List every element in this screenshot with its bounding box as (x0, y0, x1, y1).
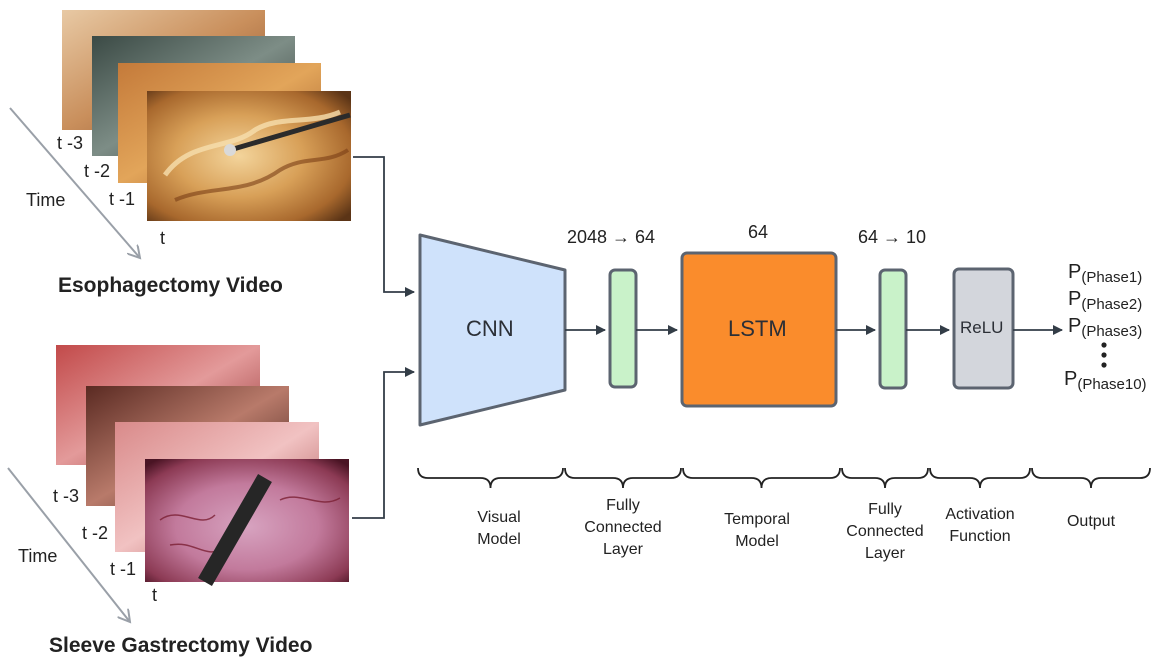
cnn-label: CNN (466, 316, 514, 341)
brace-temporal-model (682, 467, 841, 489)
legend-visual-model: Visual Model (449, 507, 549, 551)
legend-fc2: Fully Connected Layer (835, 499, 935, 565)
surgical-instrument (198, 474, 272, 586)
legend-line: Connected (846, 523, 924, 540)
frame-label-t-3: t -3 (57, 133, 84, 153)
legend-line: Output (1066, 513, 1116, 530)
frame-label-t-2: t -2 (84, 161, 111, 181)
brace-fc2 (841, 467, 929, 489)
brace-activation (929, 467, 1031, 489)
frame-label-t: t (160, 228, 166, 248)
sleeve-frame-stack (56, 345, 349, 586)
lstm-label: LSTM (728, 316, 787, 341)
output-phase3: P(Phase3) (1068, 315, 1142, 340)
sleeve-caption: Sleeve Gastrectomy Video (49, 634, 313, 657)
legend-line: Connected (584, 519, 662, 536)
time-arrow-sleeve (7, 467, 130, 622)
phase-label: (Phase10) (1077, 376, 1147, 393)
legend-line: Fully (868, 501, 902, 518)
time-label-esophagectomy: Time (26, 190, 66, 210)
sleeve-frame-t (145, 459, 349, 586)
legend-line: Layer (864, 545, 906, 562)
relu-block (952, 267, 1015, 390)
phase-label: (Phase1) (1081, 269, 1143, 286)
legend-line: Activation (945, 506, 1015, 523)
brace-visual-model (417, 467, 564, 489)
braces-row (417, 467, 1151, 489)
prob-symbol: P (1068, 288, 1082, 310)
phase-label: (Phase3) (1081, 323, 1143, 340)
connector-esophagectomy-to-cnn (353, 156, 415, 297)
cnn-block (418, 233, 567, 427)
legend-line: Function (949, 528, 1011, 545)
esophagectomy-frame-stack (62, 10, 351, 221)
legend-fc1: Fully Connected Layer (573, 495, 673, 561)
frame-label-t-3: t -3 (53, 486, 80, 506)
time-label-sleeve: Time (18, 546, 58, 566)
legend-line: Model (477, 531, 521, 548)
legend-line: Layer (602, 541, 644, 558)
legend-line: Model (735, 533, 779, 550)
prob-symbol: P (1068, 261, 1082, 283)
prob-symbol: P (1064, 368, 1078, 390)
surgical-instrument (229, 112, 351, 153)
brace-output (1031, 467, 1151, 489)
connector-sleeve-to-cnn (352, 367, 415, 519)
legend-line: Visual (477, 509, 521, 526)
frame-label-t-1: t -1 (110, 559, 137, 579)
esophagectomy-caption: Esophagectomy Video (58, 274, 283, 297)
output-phase2: P(Phase2) (1068, 288, 1142, 313)
prob-symbol: P (1068, 315, 1082, 337)
fc1-dimension: 2048 → 64 (567, 227, 656, 247)
fully-connected-layer-2 (878, 268, 908, 390)
legend-activation-function: Activation Function (930, 504, 1030, 548)
legend-line: Temporal (724, 511, 790, 528)
relu-label: ReLU (960, 318, 1004, 337)
output-phase1: P(Phase1) (1068, 261, 1142, 286)
legend-temporal-model: Temporal Model (707, 509, 807, 553)
brace-fc1 (564, 467, 682, 489)
fully-connected-layer-1 (608, 268, 638, 389)
fc2-dimension: 64 → 10 (858, 227, 927, 247)
ellipsis-dots (1101, 342, 1107, 368)
output-phase10: P(Phase10) (1064, 368, 1147, 393)
lstm-dimension: 64 (748, 222, 769, 242)
frame-label-t: t (152, 585, 158, 605)
legend-output: Output (1041, 511, 1141, 533)
esophagectomy-frame-t (147, 91, 351, 221)
frame-label-t-1: t -1 (109, 189, 136, 209)
legend-line: Fully (606, 497, 640, 514)
phase-label: (Phase2) (1081, 296, 1143, 313)
frame-label-t-2: t -2 (82, 523, 109, 543)
time-arrow-esophagectomy (9, 107, 140, 258)
